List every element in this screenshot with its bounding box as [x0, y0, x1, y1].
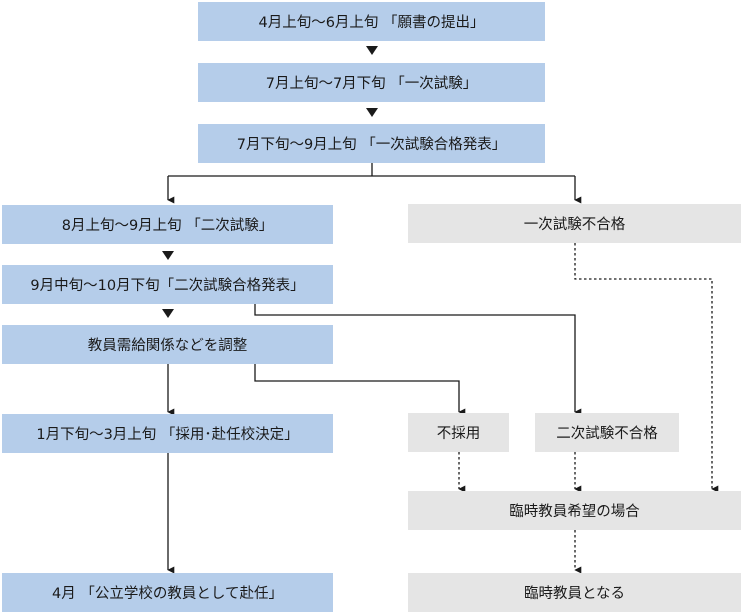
step-application: 4月上旬〜6月上旬 「願書の提出」 — [198, 2, 545, 41]
step-second-exam: 8月上旬〜9月上旬 「二次試験」 — [2, 205, 333, 244]
dotted-fail1-to-temp — [574, 243, 719, 493]
second-exam-fail: 二次試験不合格 — [535, 413, 679, 452]
arrow-step6-to-not-hired — [254, 364, 466, 416]
step-second-result: 9月中旬〜10月下旬「二次試験合格発表」 — [2, 265, 333, 304]
temp-teacher-wish: 臨時教員希望の場合 — [408, 491, 741, 530]
step-placement: 1月下旬〜3月上旬 「採用･赴任校決定」 — [2, 414, 333, 453]
arrow-step5-to-step6 — [162, 309, 174, 318]
step-supply-adjust: 教員需給関係などを調整 — [2, 325, 333, 364]
arrow-step2-to-step3 — [366, 108, 378, 117]
arrow-step1-to-step2 — [366, 46, 378, 55]
not-hired: 不採用 — [408, 413, 509, 452]
branch-step3 — [168, 163, 575, 177]
step-assignment: 4月 「公立学校の教員として赴任」 — [2, 573, 333, 612]
step-first-exam: 7月上旬〜7月下旬 「一次試験」 — [198, 63, 545, 102]
first-exam-fail: 一次試験不合格 — [408, 204, 741, 243]
temp-teacher-result: 臨時教員となる — [408, 573, 741, 612]
arrow-step4-to-step5 — [162, 251, 174, 260]
step-first-result: 7月下旬〜9月上旬 「一次試験合格発表」 — [198, 124, 545, 163]
arrow-step5-to-fail2 — [254, 304, 582, 416]
